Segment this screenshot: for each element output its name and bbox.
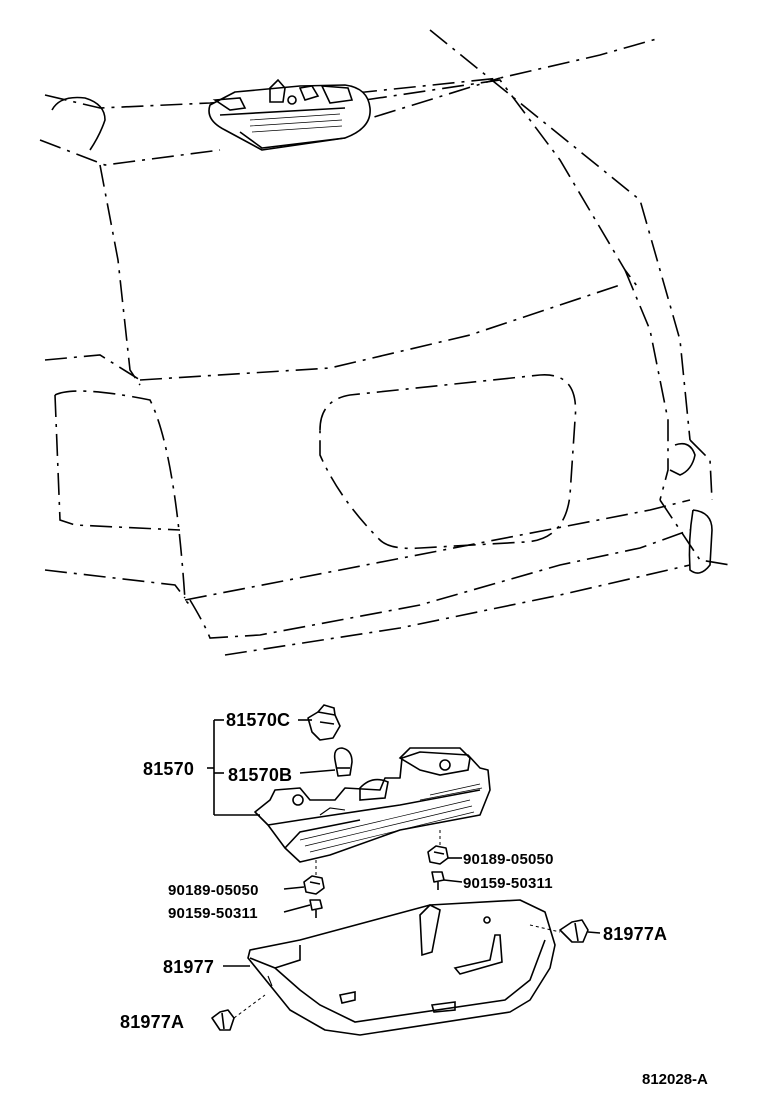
cover-part [247, 899, 556, 1036]
vehicle-rear-outline [39, 29, 731, 656]
screw-left-part [309, 899, 323, 918]
clip-right-part [559, 919, 589, 943]
label-cover: 81977 [163, 957, 214, 977]
label-clip-right: 81977A [603, 924, 667, 944]
nut-right-part [427, 845, 449, 865]
label-socket: 81570C [226, 710, 290, 730]
screw-right-part [431, 871, 445, 890]
reference-code: 812028-A [642, 1071, 708, 1088]
leader-lines [207, 719, 601, 1019]
bulb-part [333, 747, 353, 777]
stop-light-assembly [254, 747, 491, 863]
installed-stop-light [208, 78, 371, 151]
label-nut-right: 90189-05050 [463, 851, 554, 868]
nut-left-part [303, 875, 325, 895]
label-bulb: 81570B [228, 765, 292, 785]
label-clip-left: 81977A [120, 1012, 184, 1032]
clip-left-part [211, 1009, 235, 1031]
label-screw-left: 90159-50311 [168, 905, 258, 922]
socket-part [307, 704, 341, 741]
label-assembly: 81570 [143, 759, 194, 779]
label-nut-left: 90189-05050 [168, 882, 259, 899]
label-screw-right: 90159-50311 [463, 875, 553, 892]
